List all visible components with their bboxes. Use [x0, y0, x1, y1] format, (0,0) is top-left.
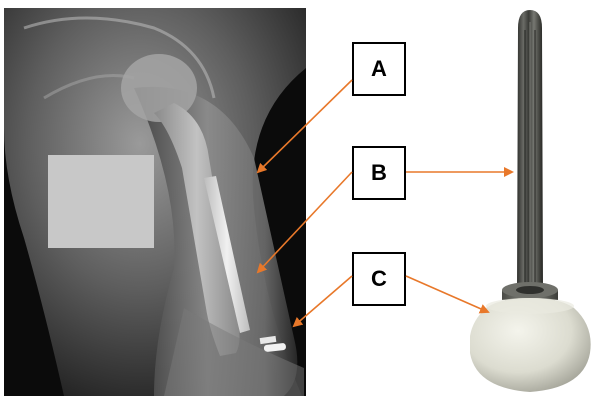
label-a: A: [352, 42, 406, 96]
xray-image: [4, 8, 306, 396]
label-b: B: [352, 146, 406, 200]
implant-illustration: [470, 8, 596, 398]
label-c: C: [352, 252, 406, 306]
